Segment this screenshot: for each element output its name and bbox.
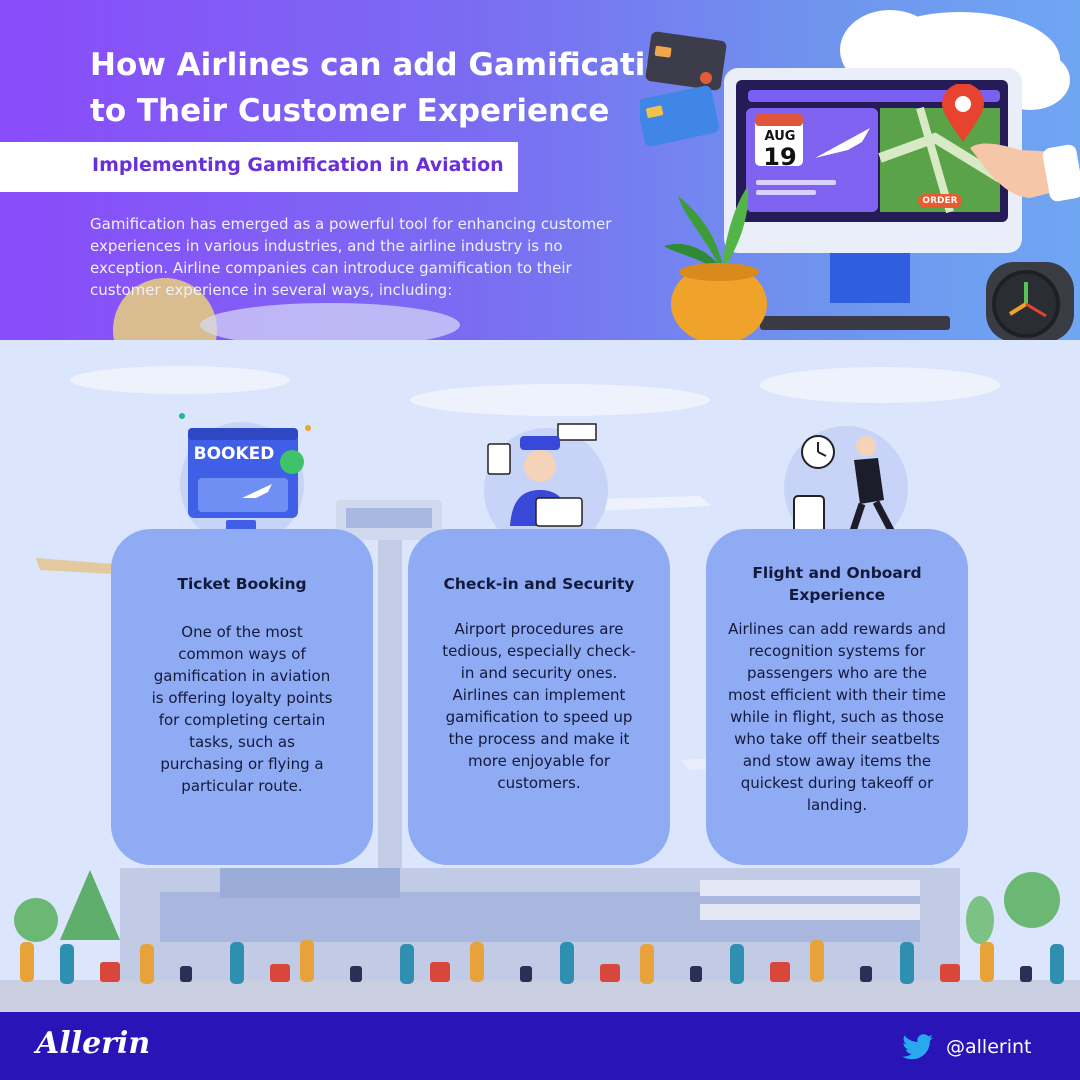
card-flight-onboard: Flight and Onboard Experience Airlines c… bbox=[706, 529, 968, 865]
card-ticket-booking: Ticket Booking One of the most common wa… bbox=[111, 529, 373, 865]
subtitle-bar: Implementing Gamification in Aviation bbox=[0, 142, 518, 192]
order-label: ORDER bbox=[922, 196, 958, 206]
clock-icon bbox=[986, 262, 1074, 340]
pointing-hand-icon bbox=[970, 143, 1080, 202]
card-check-in-security: Check-in and Security Airport procedures… bbox=[408, 529, 670, 865]
plant-pot-illustration bbox=[664, 186, 767, 340]
twitter-handle[interactable]: @allerint bbox=[946, 1036, 1032, 1058]
card-title: Flight and Onboard Experience bbox=[752, 564, 922, 604]
card-body: Airlines can add rewards and recognition… bbox=[728, 620, 946, 814]
calendar-month: AUG bbox=[764, 129, 796, 144]
page-title-line2: to Their Customer Experience bbox=[90, 93, 610, 129]
credit-card-icon bbox=[640, 31, 727, 147]
airport-background bbox=[0, 366, 1080, 1012]
calendar-day: 19 bbox=[763, 143, 797, 171]
card-body: Airport procedures are tedious, especial… bbox=[442, 620, 636, 792]
intro-paragraph: Gamification has emerged as a powerful t… bbox=[90, 215, 612, 299]
people-crowd bbox=[20, 940, 1064, 984]
page-subtitle: Implementing Gamification in Aviation bbox=[92, 154, 504, 176]
page-title-line1: How Airlines can add Gamification bbox=[90, 47, 689, 83]
header-banner: How Airlines can add Gamification to The… bbox=[0, 0, 1080, 340]
sun-shape bbox=[113, 278, 217, 340]
monitor-illustration bbox=[724, 68, 1022, 330]
ticket-booked-icon bbox=[175, 413, 311, 551]
page-title: How Airlines can add Gamification to The… bbox=[90, 42, 730, 134]
card-title: Ticket Booking bbox=[177, 575, 307, 593]
map-pin-icon bbox=[942, 84, 984, 142]
brand-logo[interactable]: Allerin bbox=[36, 1026, 151, 1061]
card-title: Check-in and Security bbox=[443, 575, 635, 593]
footer-bar: Allerin @allerint bbox=[0, 1012, 1080, 1080]
cloud-shape bbox=[200, 303, 460, 340]
twitter-icon[interactable] bbox=[902, 1034, 934, 1060]
booked-label: BOOKED bbox=[193, 444, 275, 464]
traveler-luggage-icon bbox=[784, 426, 908, 550]
card-body: One of the most common ways of gamificat… bbox=[151, 623, 333, 795]
